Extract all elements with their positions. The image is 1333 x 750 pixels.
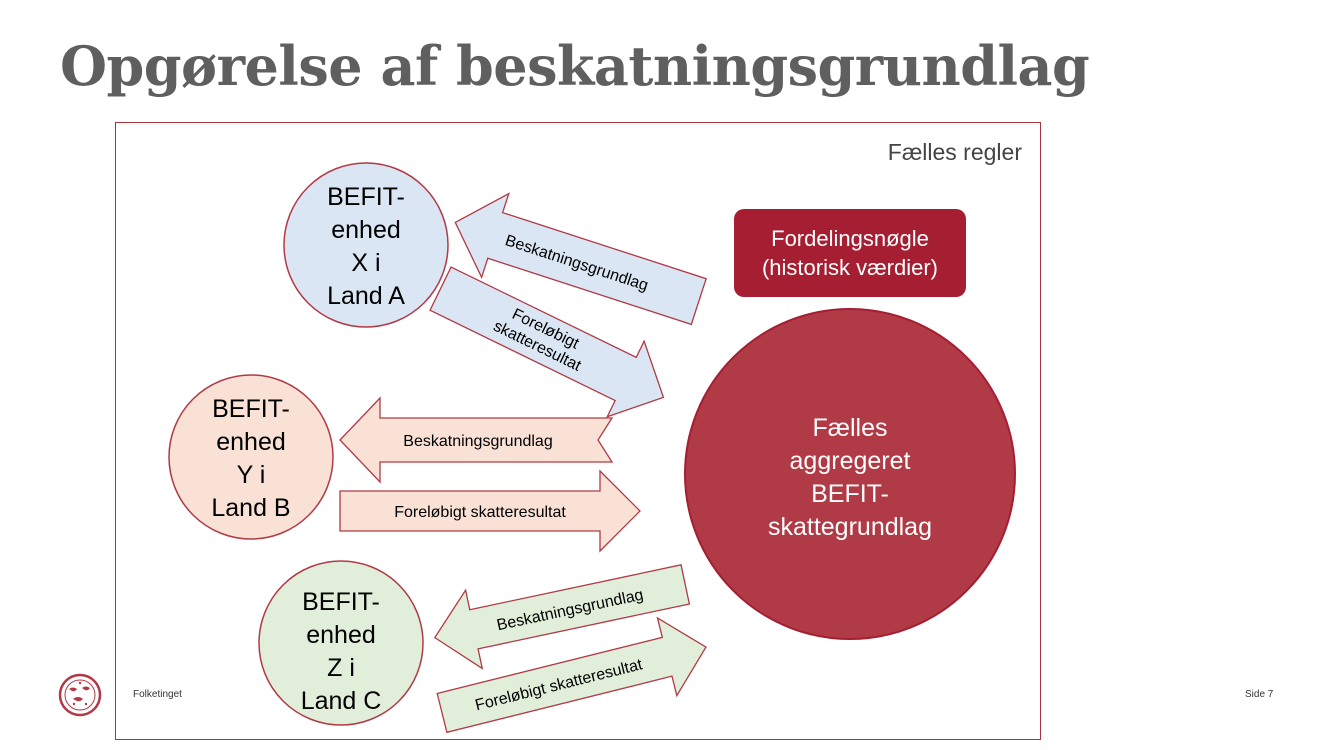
common-tax-base-line-2: aggregeret [790,447,911,475]
entity-x-line-1: BEFIT- [327,183,405,211]
entity-z-line-3: Z i [327,654,355,682]
entity-y-line-4: Land B [211,494,290,522]
arrow-a-preliminary-result: Foreløbigt skatteresultat [429,266,665,418]
entity-y-line-3: Y i [237,461,266,489]
entity-z-line-1: BEFIT- [302,588,380,616]
allocation-key-box: Fordelingsnøgle (historisk værdier) [734,209,966,297]
common-tax-base-circle: Fælles aggregeret BEFIT- skattegrundlag [684,308,1016,640]
entity-z-circle: BEFIT- enhed Z i Land C [258,560,424,726]
common-tax-base-line-3: BEFIT- [811,480,889,508]
arrow-b-tax-base-label: Beskatningsgrundlag [403,433,552,450]
common-rules-frame [115,122,1041,740]
page-title: Opgørelse af beskatningsgrundlag [60,34,1090,98]
allocation-key-line-2: (historisk værdier) [762,255,938,280]
frame-label: Fælles regler [888,139,1023,165]
entity-y-circle: BEFIT- enhed Y i Land B [168,374,334,540]
arrow-b-preliminary-result: Foreløbigt skatteresultat [339,469,641,553]
page-number: Side 7 [1245,689,1274,700]
arrow-b-preliminary-result-label: Foreløbigt skatteresultat [394,504,566,521]
entity-y-line-1: BEFIT- [212,395,290,423]
allocation-key-line-1: Fordelingsnøgle [771,226,929,251]
entity-x-circle: BEFIT- enhed X i Land A [283,162,449,328]
folketinget-logo [58,673,102,717]
entity-x-line-2: enhed [331,216,401,244]
footer-label: Folketinget [133,689,182,700]
entity-z-line-2: enhed [306,621,376,649]
entity-x-line-4: Land A [327,282,405,310]
entity-z-line-4: Land C [301,687,382,715]
arrow-b-tax-base: Beskatningsgrundlag [339,396,614,484]
common-tax-base-line-1: Fælles [812,414,887,442]
entity-x-line-3: X i [351,249,380,277]
entity-y-line-2: enhed [216,428,286,456]
common-tax-base-line-4: skattegrundlag [768,513,932,541]
